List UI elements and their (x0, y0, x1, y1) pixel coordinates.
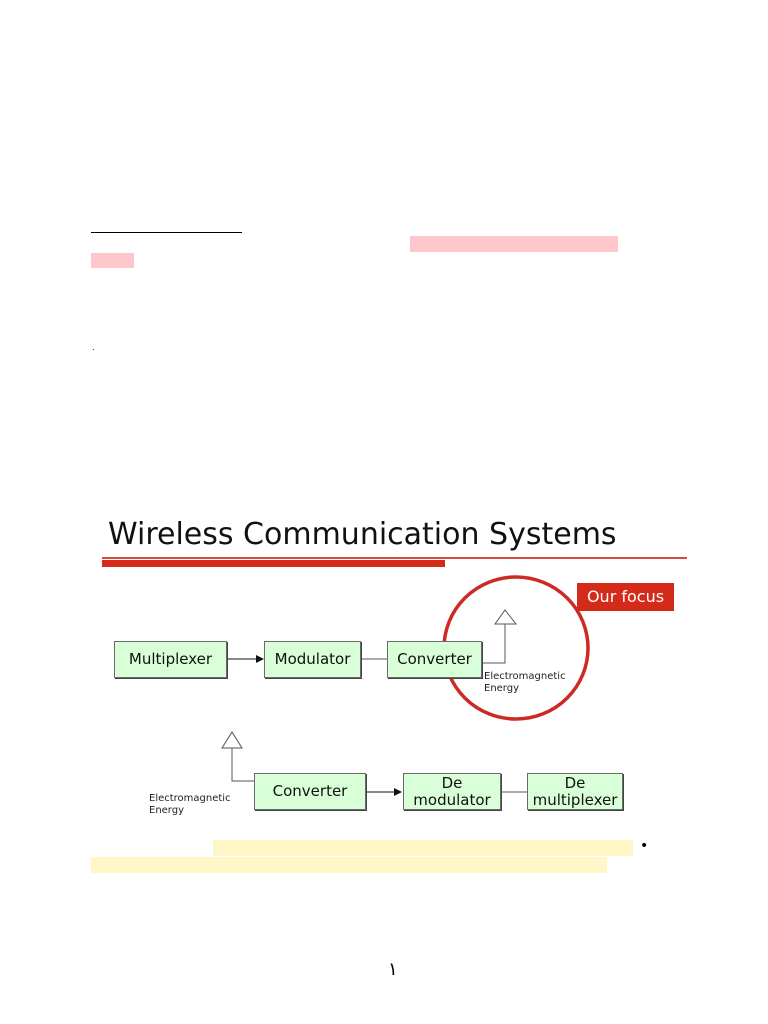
page-number: ١ (388, 959, 398, 980)
highlight-yellow-2 (91, 857, 607, 873)
line-antenna-to-receiver-converter (231, 748, 254, 782)
underline-rule (91, 232, 242, 233)
title-underline-thin (102, 557, 687, 559)
converter-box: Converter (387, 641, 482, 678)
transmit-em-label-line1: Electromagnetic (484, 671, 566, 682)
receiver-converter-box: Converter (254, 773, 366, 810)
demodulator-label-line1: De (441, 773, 463, 792)
bullet-mark: • (640, 838, 649, 854)
highlight-pink-1 (410, 236, 618, 252)
demodulator-box: De modulator (403, 773, 501, 810)
receive-em-label-line1: Electromagnetic (149, 793, 231, 804)
transmit-em-label: Electromagnetic Energy (484, 671, 566, 695)
highlight-yellow-1 (213, 840, 633, 856)
multiplexer-box: Multiplexer (114, 641, 227, 678)
receive-antenna-triangle (221, 731, 243, 749)
slide-title: Wireless Communication Systems (108, 517, 617, 552)
transmit-em-label-line2: Energy (484, 683, 520, 694)
title-underline-thick (102, 560, 445, 567)
receiver-converter-label: Converter (272, 782, 348, 800)
demultiplexer-label-line2: multiplexer (532, 790, 618, 809)
small-dot: . (92, 343, 95, 352)
focus-badge: Our focus (577, 583, 674, 611)
demodulator-label-line2: modulator (413, 790, 491, 809)
line-converter-to-antenna (482, 624, 506, 664)
transmit-antenna-triangle (494, 609, 518, 625)
receive-em-label: Electromagnetic Energy (149, 793, 231, 817)
demultiplexer-label-line1: De (564, 773, 586, 792)
modulator-box: Modulator (264, 641, 361, 678)
receive-em-label-line2: Energy (149, 805, 185, 816)
demultiplexer-box: De multiplexer (527, 773, 623, 810)
highlight-pink-2 (91, 253, 134, 268)
